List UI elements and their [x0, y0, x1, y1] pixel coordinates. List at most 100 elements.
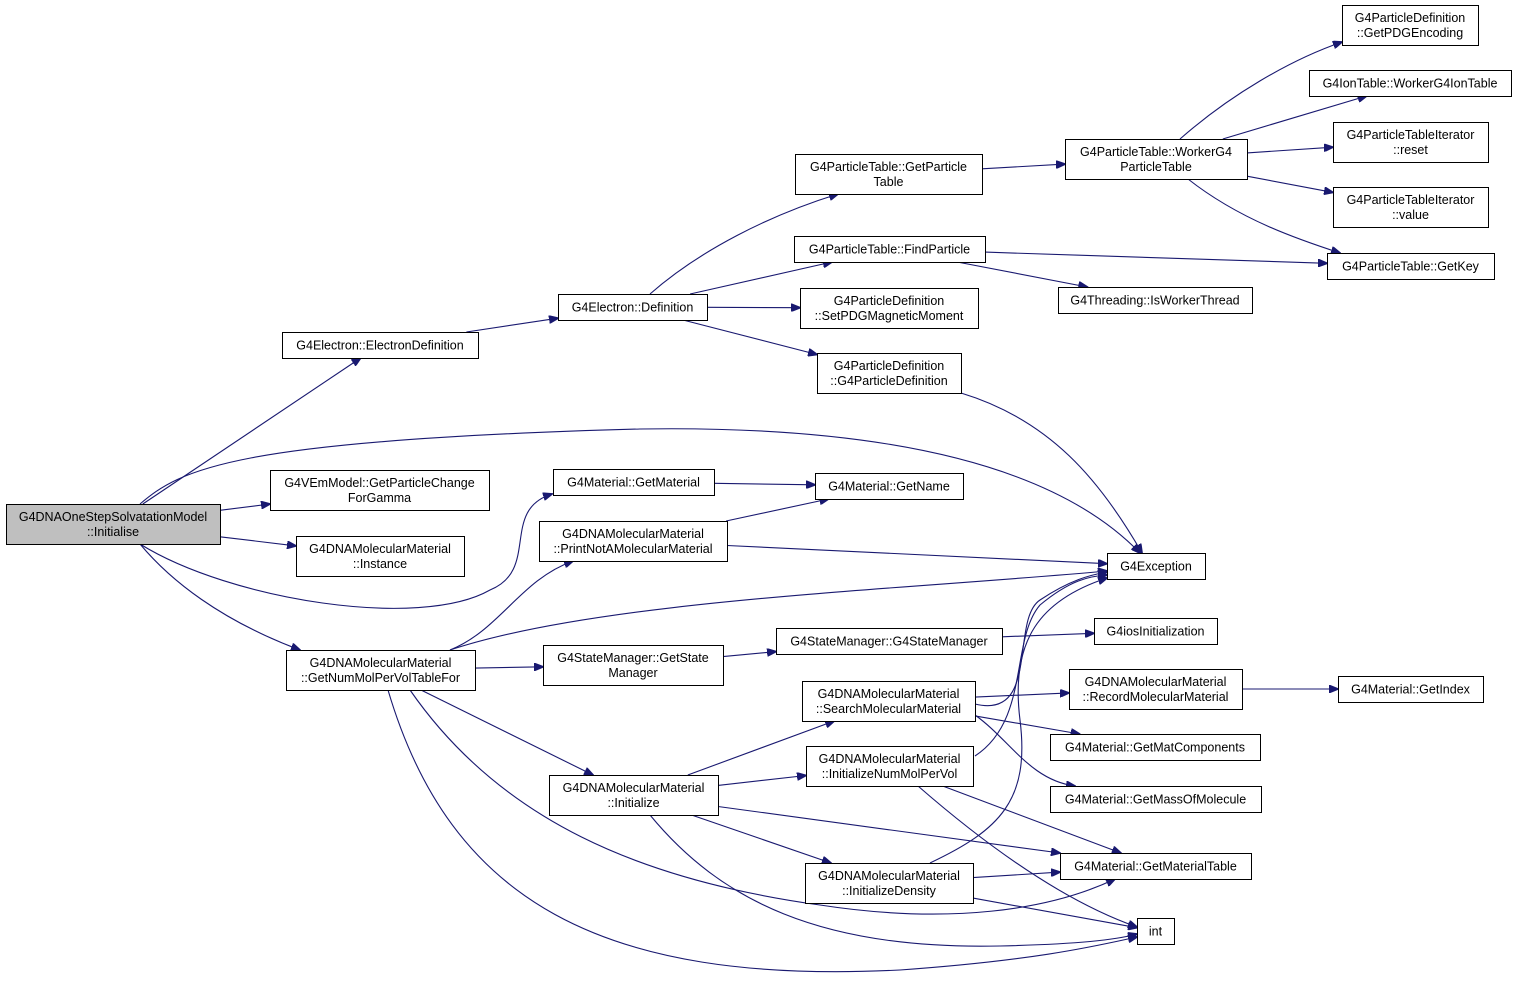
node-box: [1333, 187, 1489, 228]
node-label: G4Threading::IsWorkerThread: [1070, 294, 1239, 308]
node-matGetMass[interactable]: G4Material::GetMassOfMolecule: [1050, 786, 1262, 813]
node-box: [1338, 676, 1484, 703]
node-box: [1058, 287, 1253, 314]
edge-mmInitialize-to-mmInitNumMol: [717, 776, 806, 786]
edge-ptFindParticle-to-ptGetKey: [984, 251, 1327, 263]
node-label: ForGamma: [348, 491, 411, 505]
node-label: G4VEmModel::GetParticleChange: [284, 476, 474, 490]
edge-mmGetNumMol-to-matGetMatTable: [409, 689, 1115, 915]
node-label: G4ParticleDefinition: [834, 359, 945, 373]
edge-smGetState-to-smCtor: [722, 652, 776, 658]
node-int[interactable]: int: [1137, 918, 1175, 945]
node-box: [805, 863, 974, 904]
node-label: G4Material::GetMatComponents: [1065, 741, 1245, 755]
node-box: [1094, 618, 1218, 645]
node-mmGetNumMol[interactable]: G4DNAMolecularMaterial::GetNumMolPerVolT…: [286, 650, 476, 691]
node-pdCtor[interactable]: G4ParticleDefinition::G4ParticleDefiniti…: [817, 353, 962, 394]
node-initialise[interactable]: G4DNAOneStepSolvatationModel::Initialise: [6, 504, 221, 545]
node-label: G4Electron::Definition: [572, 301, 694, 315]
node-box: [6, 504, 221, 545]
node-mmInstance[interactable]: G4DNAMolecularMaterial::Instance: [296, 536, 465, 577]
edge-initialise-to-matGetMaterial: [139, 494, 552, 609]
node-iosInit[interactable]: G4iosInitialization: [1094, 618, 1218, 645]
node-label: ::SearchMolecularMaterial: [816, 702, 961, 716]
node-label: G4DNAMolecularMaterial: [818, 869, 960, 883]
edge-initialise-to-vemGetPC: [219, 504, 270, 511]
node-matGetMaterial[interactable]: G4Material::GetMaterial: [553, 469, 715, 496]
node-label: G4ParticleTable::GetKey: [1342, 260, 1480, 274]
node-box: [776, 628, 1003, 655]
node-ptiValue[interactable]: G4ParticleTableIterator::value: [1333, 187, 1489, 228]
node-label: G4ParticleTable::WorkerG4: [1080, 145, 1232, 159]
node-box: [815, 473, 964, 500]
edge-electronDefinition-to-electronDef: [466, 318, 558, 333]
node-label: G4DNAMolecularMaterial: [1085, 675, 1227, 689]
edge-ptWorker-to-ptGetKey: [1187, 178, 1340, 253]
edge-initialise-to-mmInstance: [219, 536, 296, 546]
node-label: ::GetPDGEncoding: [1357, 26, 1463, 40]
node-g4Exception[interactable]: G4Exception: [1107, 553, 1206, 580]
node-ptiReset[interactable]: G4ParticleTableIterator::reset: [1333, 122, 1489, 163]
node-label: ::InitializeDensity: [842, 884, 937, 898]
node-box: [296, 536, 465, 577]
nodes-layer: G4DNAOneStepSolvatationModel::Initialise…: [6, 5, 1512, 945]
node-mmPrintNot[interactable]: G4DNAMolecularMaterial::PrintNotAMolecul…: [539, 521, 728, 562]
node-box: [1050, 734, 1261, 761]
node-matGetMatTable[interactable]: G4Material::GetMaterialTable: [1060, 853, 1252, 880]
node-electronDefinition[interactable]: G4Electron::ElectronDefinition: [282, 332, 479, 359]
node-label: G4ParticleDefinition: [1355, 11, 1466, 25]
node-label: G4StateManager::GetState: [557, 651, 709, 665]
node-mmInitNumMol[interactable]: G4DNAMolecularMaterial::InitializeNumMol…: [806, 746, 974, 787]
node-smCtor[interactable]: G4StateManager::G4StateManager: [776, 628, 1003, 655]
node-box: [806, 746, 974, 787]
node-mmInitDensity[interactable]: G4DNAMolecularMaterial::InitializeDensit…: [805, 863, 974, 904]
node-matGetName[interactable]: G4Material::GetName: [815, 473, 964, 500]
node-box: [1309, 70, 1512, 97]
edge-mmInitialize-to-mmSearch: [687, 721, 834, 776]
node-box: [1333, 122, 1489, 163]
edge-initialise-to-g4Exception: [139, 428, 1140, 553]
node-box: [1050, 786, 1262, 813]
node-label: ::PrintNotAMolecularMaterial: [553, 542, 712, 556]
node-label: G4StateManager::G4StateManager: [790, 635, 987, 649]
node-matGetMatComp[interactable]: G4Material::GetMatComponents: [1050, 734, 1261, 761]
node-ionWorker[interactable]: G4IonTable::WorkerG4IonTable: [1309, 70, 1512, 97]
node-label: G4ParticleTableIterator: [1347, 193, 1475, 207]
node-label: G4IonTable::WorkerG4IonTable: [1323, 77, 1498, 91]
node-electronDef[interactable]: G4Electron::Definition: [558, 294, 708, 321]
node-label: G4Material::GetMaterial: [567, 476, 700, 490]
node-box: [286, 650, 476, 691]
node-mmInitialize[interactable]: G4DNAMolecularMaterial::Initialize: [549, 775, 719, 816]
edge-mmInitialize-to-mmInitDensity: [691, 814, 831, 863]
edge-ptWorker-to-ionWorker: [1222, 96, 1367, 140]
node-mmSearch[interactable]: G4DNAMolecularMaterial::SearchMolecularM…: [802, 681, 976, 722]
edge-initialise-to-electronDefinition: [142, 358, 361, 505]
node-box: [800, 288, 979, 329]
node-matGetIndex[interactable]: G4Material::GetIndex: [1338, 676, 1484, 703]
edge-mmGetNumMol-to-smGetState: [474, 667, 543, 668]
node-mmRecord[interactable]: G4DNAMolecularMaterial::RecordMolecularM…: [1069, 669, 1243, 710]
node-label: G4Exception: [1120, 560, 1192, 574]
node-ptGetKey[interactable]: G4ParticleTable::GetKey: [1327, 253, 1495, 280]
node-label: ::InitializeNumMolPerVol: [822, 767, 957, 781]
node-pdGetPDG[interactable]: G4ParticleDefinition::GetPDGEncoding: [1342, 5, 1479, 46]
node-ptFindParticle[interactable]: G4ParticleTable::FindParticle: [794, 236, 986, 263]
node-label: G4Material::GetMassOfMolecule: [1065, 793, 1246, 807]
node-label: G4ParticleTable::GetParticle: [810, 160, 967, 174]
edge-mmSearch-to-g4Exception: [974, 572, 1107, 707]
node-isWorkerThread[interactable]: G4Threading::IsWorkerThread: [1058, 287, 1253, 314]
node-label: ::Instance: [353, 557, 407, 571]
node-pdSetPDGMag[interactable]: G4ParticleDefinition::SetPDGMagneticMome…: [800, 288, 979, 329]
node-label: ::SetPDGMagneticMoment: [815, 309, 964, 323]
node-box: [270, 470, 490, 511]
edge-mmPrintNot-to-matGetName: [725, 499, 828, 522]
node-label: G4ParticleDefinition: [834, 294, 945, 308]
node-label: G4ParticleTableIterator: [1347, 128, 1475, 142]
node-label: G4DNAOneStepSolvatationModel: [19, 510, 207, 524]
edge-mmInitDensity-to-int: [972, 897, 1137, 928]
node-box: [553, 469, 715, 496]
